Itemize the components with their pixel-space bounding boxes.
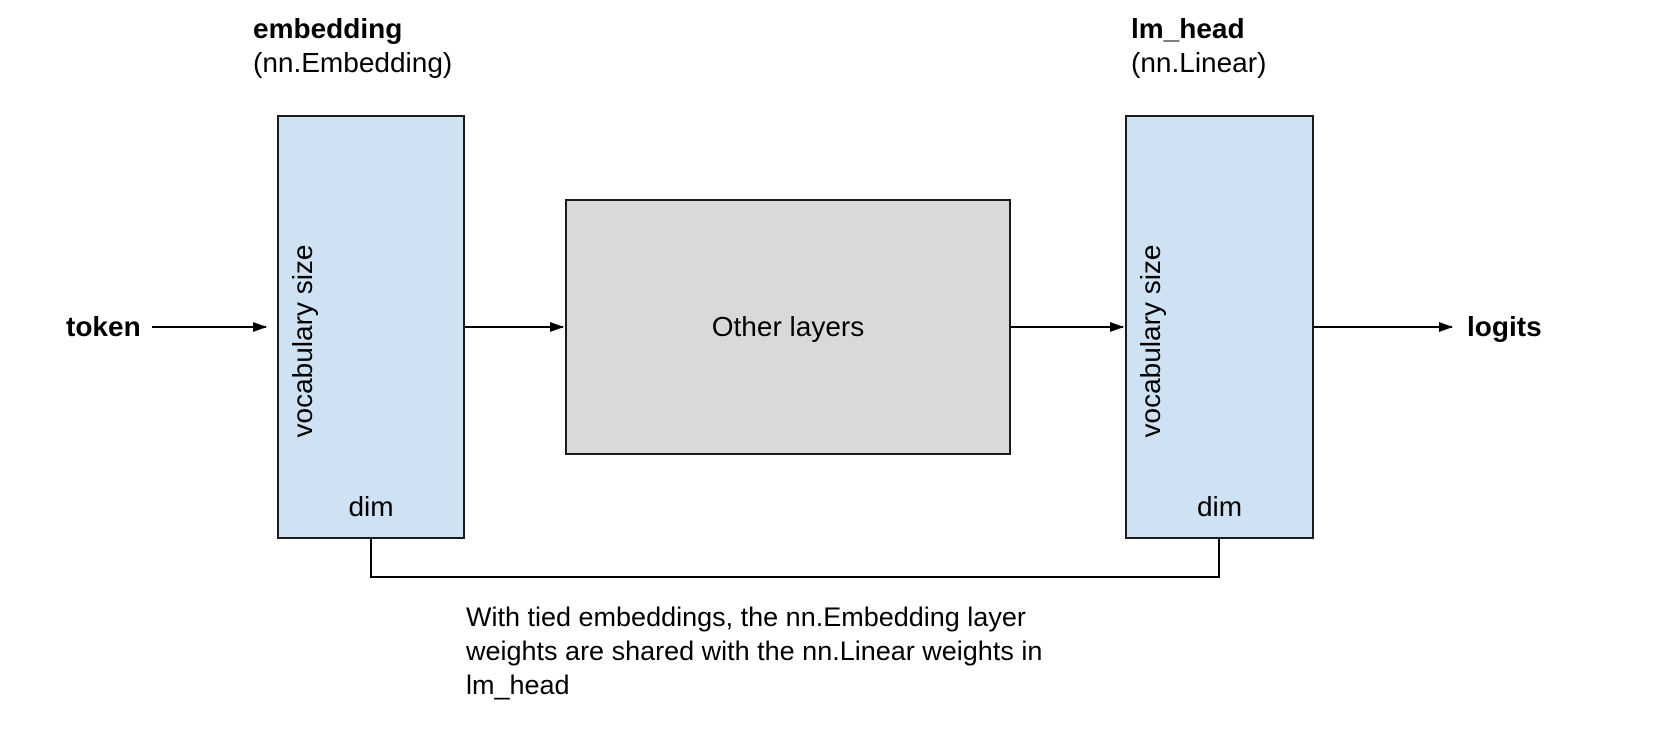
logits-output-label: logits [1467,311,1542,342]
lm-head-dim-label: dim [1196,490,1243,522]
embedding-subtitle-text: (nn.Embedding) [253,47,453,78]
lm-head-vocabulary-size-label: vocabulary size [1135,244,1166,438]
lm-head-subtitle-text: (nn.Linear) [1131,47,1267,78]
lm-head-block-title: lm_head (nn.Linear) [1131,12,1266,80]
lm-head-title-text: lm_head [1131,13,1245,44]
other-layers-block: Other layers [565,199,1011,455]
token-input-label: token [66,311,141,342]
embedding-block-title: embedding (nn.Embedding) [253,12,452,80]
weight-tie-connector-line [370,539,1220,578]
embedding-dim-label: dim [348,490,394,522]
embedding-vocabulary-size-label: vocabulary size [287,244,318,438]
other-layers-label: Other layers [711,310,865,342]
lm-head-block: vocabulary size dim [1125,115,1314,539]
tied-embeddings-caption: With tied embeddings, the nn.Embedding l… [466,602,1043,700]
embedding-title-text: embedding [253,13,403,44]
embedding-block: vocabulary size dim [277,115,465,539]
